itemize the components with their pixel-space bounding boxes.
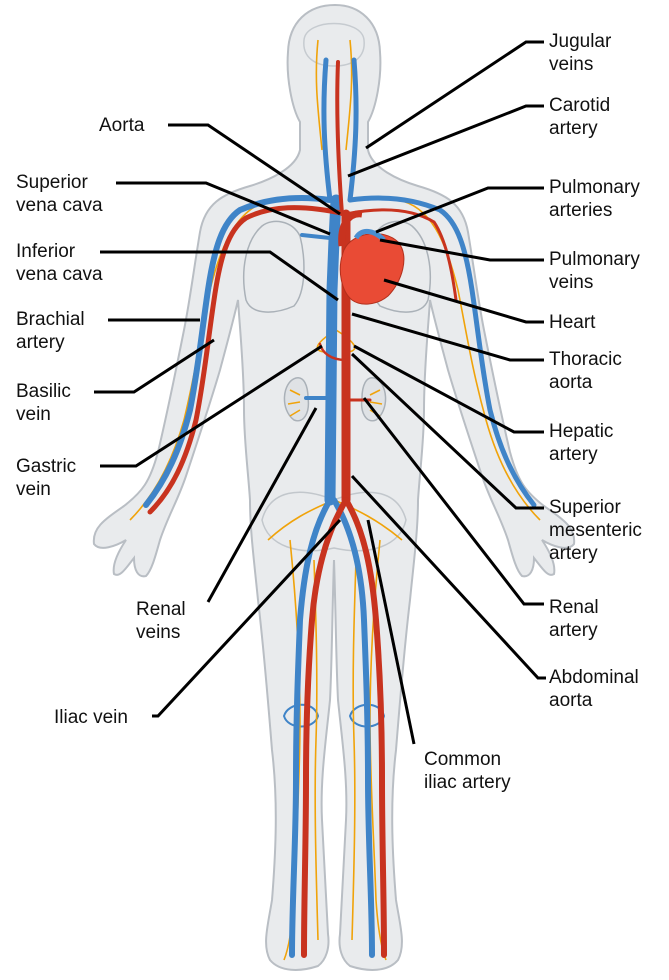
label-svc-line2: vena cava — [16, 194, 103, 217]
label-thoracic-line1: Thoracic — [549, 348, 622, 371]
label-renal-artery: Renal artery — [549, 596, 599, 642]
label-brachial-line2: artery — [16, 331, 85, 354]
label-jugular-line1: Jugular — [549, 30, 611, 53]
label-inferior-vena-cava: Inferior vena cava — [16, 240, 103, 286]
label-iliac-vein: Iliac vein — [54, 706, 128, 729]
label-common-iliac-line2: iliac artery — [424, 771, 511, 794]
label-ivc-line2: vena cava — [16, 263, 103, 286]
label-heart: Heart — [549, 311, 595, 334]
label-pulmonary-veins: Pulmonary veins — [549, 248, 640, 294]
label-basilic-line2: vein — [16, 403, 71, 426]
label-renal-veins-line1: Renal — [136, 598, 186, 621]
label-svc-line1: Superior — [16, 171, 103, 194]
label-abdominal-aorta: Abdominal aorta — [549, 666, 639, 712]
label-sup-mes-line2: mesenteric — [549, 519, 642, 542]
leader-jugular — [366, 42, 544, 148]
label-hepatic-artery: Hepatic artery — [549, 420, 613, 466]
label-pulm-vein-line1: Pulmonary — [549, 248, 640, 271]
label-ivc-line1: Inferior — [16, 240, 103, 263]
label-thoracic-line2: aorta — [549, 371, 622, 394]
label-carotid-artery: Carotid artery — [549, 94, 610, 140]
label-carotid-line1: Carotid — [549, 94, 610, 117]
label-jugular-line2: veins — [549, 53, 611, 76]
label-pulm-art-line2: arteries — [549, 199, 640, 222]
label-gastric-line1: Gastric — [16, 455, 76, 478]
label-hepatic-line2: artery — [549, 443, 613, 466]
label-pulm-art-line1: Pulmonary — [549, 176, 640, 199]
label-sup-mes-line1: Superior — [549, 496, 642, 519]
label-superior-vena-cava: Superior vena cava — [16, 171, 103, 217]
label-pulmonary-arteries: Pulmonary arteries — [549, 176, 640, 222]
label-brachial-line1: Brachial — [16, 308, 85, 331]
label-abd-aorta-line1: Abdominal — [549, 666, 639, 689]
label-gastric-vein: Gastric vein — [16, 455, 76, 501]
label-brachial-artery: Brachial artery — [16, 308, 85, 354]
label-basilic-line1: Basilic — [16, 380, 71, 403]
label-common-iliac-line1: Common — [424, 748, 511, 771]
label-pulm-vein-line2: veins — [549, 271, 640, 294]
label-jugular-veins: Jugular veins — [549, 30, 611, 76]
label-hepatic-line1: Hepatic — [549, 420, 613, 443]
label-thoracic-aorta: Thoracic aorta — [549, 348, 622, 394]
label-sup-mes-line3: artery — [549, 542, 642, 565]
label-renal-veins-line2: veins — [136, 621, 186, 644]
label-iliac-vein-line1: Iliac vein — [54, 706, 128, 729]
label-heart-line1: Heart — [549, 311, 595, 334]
label-renal-veins: Renal veins — [136, 598, 186, 644]
label-aorta: Aorta — [99, 114, 144, 137]
label-renal-artery-line1: Renal — [549, 596, 599, 619]
label-renal-artery-line2: artery — [549, 619, 599, 642]
label-superior-mesenteric-artery: Superior mesenteric artery — [549, 496, 642, 565]
label-gastric-line2: vein — [16, 478, 76, 501]
label-common-iliac-artery: Common iliac artery — [424, 748, 511, 794]
label-aorta-line1: Aorta — [99, 114, 144, 137]
label-basilic-vein: Basilic vein — [16, 380, 71, 426]
label-abd-aorta-line2: aorta — [549, 689, 639, 712]
label-carotid-line2: artery — [549, 117, 610, 140]
